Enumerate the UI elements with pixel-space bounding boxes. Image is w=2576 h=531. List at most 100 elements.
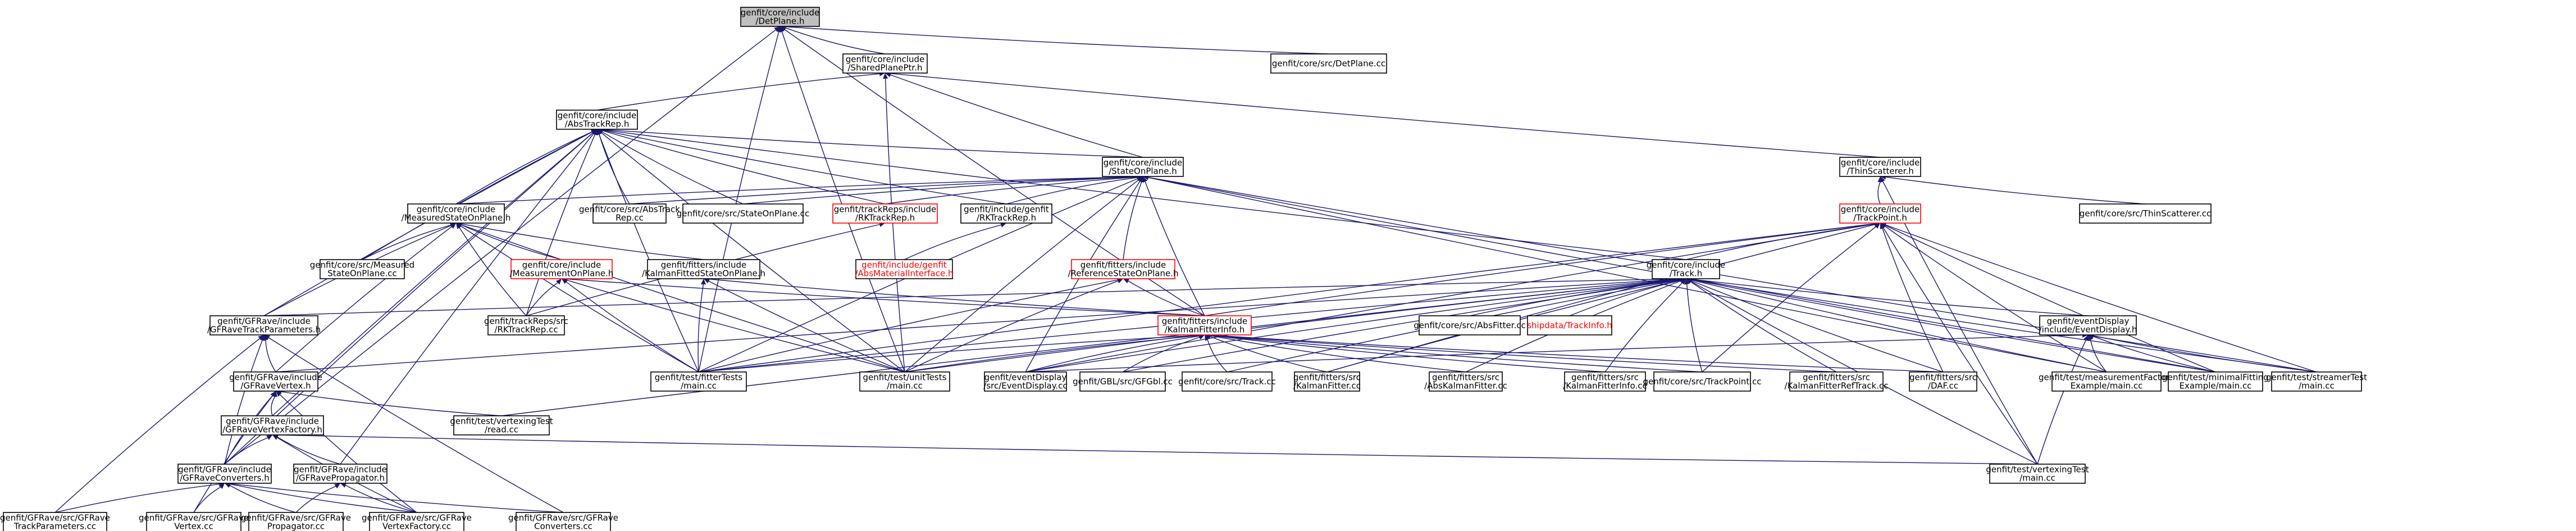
node-thinscatterer-cc[interactable]: genfit/core/src/ThinScatterer.cc xyxy=(2079,203,2212,224)
node-unittests-main-cc[interactable]: genfit/test/unitTests/main.cc xyxy=(859,371,950,392)
node-box xyxy=(650,371,747,392)
node-abskalmanfitter-cc[interactable]: genfit/fitters/src/AbsKalmanFitter.cc xyxy=(1424,371,1507,392)
node-track-h[interactable]: genfit/core/include/Track.h xyxy=(1647,259,1726,279)
node-label-line: /ThinScatterer.h xyxy=(1846,166,1913,176)
node-track-cc[interactable]: genfit/core/src/Track.cc xyxy=(1178,371,1276,392)
node-box xyxy=(984,371,1067,392)
node-kalmanfittedstateonplane-h[interactable]: genfit/fitters/include/KalmanFittedState… xyxy=(642,259,765,279)
node-stateonplane-h[interactable]: genfit/core/include/StateOnPlane.h xyxy=(1102,157,1184,177)
node-label-line: genfit/test/vertexingTest xyxy=(450,416,553,426)
node-label-line: /Track.h xyxy=(1670,269,1703,279)
node-label-line: /DAF.cc xyxy=(1928,381,1958,391)
node-minimalfitting-main-cc[interactable]: genfit/test/minimalFittingExample/main.c… xyxy=(2162,371,2269,392)
node-genfit-rktrackrep-h[interactable]: genfit/include/genfit/RKTrackRep.h xyxy=(960,203,1052,224)
node-box xyxy=(516,512,611,531)
node-measurementonplane-h[interactable]: genfit/core/include/MeasurementOnPlane.h xyxy=(510,259,614,279)
node-vertexingtest-read-cc[interactable]: genfit/test/vertexingTest/read.cc xyxy=(450,415,553,435)
node-eventdisplay-h[interactable]: genfit/eventDisplay/include/EventDisplay… xyxy=(2039,315,2137,335)
edge-trackpoint_cc-to-kalmanfitterinfo_h xyxy=(1210,335,1703,373)
node-gfravevertex-cc[interactable]: genfit/GFRave/src/GFRaveVertex.cc xyxy=(139,512,249,531)
node-label-line: genfit/core/src/TrackPoint.cc xyxy=(1643,376,1762,387)
node-measurementfactory-main-cc[interactable]: genfit/test/measurementFactoryExample/ma… xyxy=(2039,371,2174,392)
edge-shipdata_trackinfo_h-to-track_h xyxy=(1569,280,1681,316)
node-streamertest-main-cc[interactable]: genfit/test/streamerTest/main.cc xyxy=(2266,371,2367,392)
node-kalmanfitterreftrack-cc[interactable]: genfit/fitters/src/KalmanFitterRefTrack.… xyxy=(1785,371,1889,392)
node-label-line: genfit/GFRave/src/GFRave xyxy=(241,513,351,523)
node-gfravevertex-h[interactable]: genfit/GFRave/include/GFRaveVertex.h xyxy=(229,371,322,392)
node-absfitter-cc[interactable]: genfit/core/src/AbsFitter.cc xyxy=(1414,315,1526,335)
node-trackpoint-h[interactable]: genfit/core/include/TrackPoint.h xyxy=(1839,203,1921,224)
node-gfraveconverters-h[interactable]: genfit/GFRave/include/GFRaveConverters.h xyxy=(177,464,272,484)
node-box xyxy=(592,203,667,224)
node-gfravevertexfactory-h[interactable]: genfit/GFRave/include/GFRaveVertexFactor… xyxy=(221,415,324,435)
node-label-line: /GFRaveVertexFactory.h xyxy=(222,425,322,435)
node-stateonplane-cc[interactable]: genfit/core/src/StateOnPlane.cc xyxy=(677,203,810,224)
node-box xyxy=(859,371,950,392)
node-label-line: genfit/core/include xyxy=(1841,205,1920,215)
node-label-line: genfit/GFRave/src/GFRave xyxy=(508,513,618,523)
node-gfravetrackparameters-h[interactable]: genfit/GFRave/include/GFRaveTrackParamet… xyxy=(207,315,321,335)
node-box xyxy=(233,371,318,392)
node-measuredstateonplane-h[interactable]: genfit/core/include/MeasuredStateOnPlane… xyxy=(402,203,511,224)
node-gfravetrackparameters-cc[interactable]: genfit/GFRave/src/GFRaveTrackParameters.… xyxy=(0,512,110,531)
node-box xyxy=(1653,371,1751,392)
node-label-line: genfit/GFRave/include xyxy=(217,316,311,326)
node-referencestateonplane-h[interactable]: genfit/fitters/include/ReferenceStateOnP… xyxy=(1068,259,1179,279)
node-label-line: Vertex.cc xyxy=(174,521,213,531)
node-label-line: genfit/core/include xyxy=(1647,260,1726,270)
node-gfravevertexfactory-cc[interactable]: genfit/GFRave/src/GFRaveVertexFactory.cc xyxy=(362,512,472,531)
edge-kalmanfitterinfo_h-to-trackpoint_h xyxy=(1204,223,1875,316)
node-rktrackrep-cc[interactable]: genfit/trackReps/src/RKTrackRep.cc xyxy=(484,315,568,335)
node-shipdata-trackinfo-h[interactable]: shipdata/TrackInfo.h xyxy=(1527,315,1612,335)
node-detplane-h[interactable]: genfit/core/include/DetPlane.h xyxy=(740,7,820,27)
arrowhead xyxy=(259,335,265,341)
node-abshmaterialinterface-h[interactable]: genfit/include/genfit/AbsMaterialInterfa… xyxy=(855,259,954,279)
edge-measurementfactory_main_cc-to-stateonplane_h xyxy=(1148,177,2107,373)
node-label-line: Example/main.cc xyxy=(2071,381,2143,391)
node-eventdisplay-cc[interactable]: genfit/eventDisplay/src/EventDisplay.cc xyxy=(983,371,1068,392)
arrowhead xyxy=(1137,176,1143,183)
node-abstrackrep-cc[interactable]: genfit/core/src/AbsTrackRep.cc xyxy=(579,203,680,224)
node-rktrackrep-inc-h[interactable]: genfit/trackReps/include/RKTrackRep.h xyxy=(832,203,938,224)
edge-kalmanfitterinfo_cc-to-track_h xyxy=(1604,283,1683,373)
node-abstrackrep-h[interactable]: genfit/core/include/AbsTrackRep.h xyxy=(556,110,638,130)
node-kalmanfitterinfo-h[interactable]: genfit/fitters/include/KalmanFitterInfo.… xyxy=(1157,315,1252,335)
edge-vertexingtest_read_cc-to-gfravevertex_h xyxy=(281,391,502,416)
node-label-line: genfit/core/src/Measured xyxy=(310,260,414,270)
node-label-line: genfit/fitters/include xyxy=(661,260,746,270)
node-label-line: genfit/fitters/src xyxy=(1909,373,1977,383)
node-label-line: genfit/core/src/ThinScatterer.cc xyxy=(2080,208,2212,219)
node-detplane-cc[interactable]: genfit/core/src/DetPlane.cc xyxy=(1270,53,1387,74)
node-label-line: Example/main.cc xyxy=(2180,381,2252,391)
node-gfravepropagator-cc[interactable]: genfit/GFRave/src/GFRavePropagator.cc xyxy=(241,512,351,531)
node-label-line: genfit/GFRave/include xyxy=(294,465,387,475)
edge-kalmanfitterreftrack_cc-to-kalmanfitterinfo_h xyxy=(1210,334,1837,373)
arrowhead xyxy=(270,391,276,397)
node-vertexingtest-main-cc[interactable]: genfit/test/vertexingTest/main.cc xyxy=(1986,464,2089,484)
node-label-line: VertexFactory.cc xyxy=(382,521,451,531)
edge-rktrackrep_cc-to-measurementonplane_h xyxy=(526,282,558,316)
node-gfgbl-cc[interactable]: genfit/GBL/src/GFGbl.cc xyxy=(1073,371,1173,392)
edge-fittertests_main_cc-to-abstrackrep_h xyxy=(599,134,699,373)
node-label-line: genfit/test/vertexingTest xyxy=(1986,465,2089,475)
node-label-line: /SharedPlanePtr.h xyxy=(848,63,923,73)
node-kalmanfitterinfo-cc[interactable]: genfit/fitters/src/KalmanFitterInfo.cc xyxy=(1563,371,1647,392)
node-label-line: genfit/trackReps/include xyxy=(834,205,937,215)
edge-vertexingtest_main_cc-to-eventdisplay_h xyxy=(2037,340,2086,465)
node-label-line: genfit/core/include xyxy=(1104,158,1183,168)
edge-gfravevertexfactory_h-to-gfravevertex_h xyxy=(271,396,276,416)
node-label-line: genfit/GFRave/include xyxy=(229,373,322,383)
edge-measurementfactory_main_cc-to-trackpoint_h xyxy=(1884,225,2107,373)
node-gfravepropagator-h[interactable]: genfit/GFRave/include/GFRavePropagator.h xyxy=(293,464,387,484)
node-gfraveconverters-cc[interactable]: genfit/GFRave/src/GFRaveConverters.cc xyxy=(508,512,618,531)
edge-gfravepropagator_cc-to-gfraveconverters_h xyxy=(229,485,297,513)
edge-stateonplane_cc-to-abstrackrep_h xyxy=(601,131,744,205)
node-kalmanfitter-cc[interactable]: genfit/fitters/src/KalmanFitter.cc xyxy=(1293,371,1361,392)
node-thinscatterer-h[interactable]: genfit/core/include/ThinScatterer.h xyxy=(1839,157,1921,177)
node-fittertests-main-cc[interactable]: genfit/test/fitterTests/main.cc xyxy=(650,371,747,392)
node-trackpoint-cc[interactable]: genfit/core/src/TrackPoint.cc xyxy=(1643,371,1762,392)
node-measuredstateonplane-cc[interactable]: genfit/core/src/MeasuredStateOnPlane.cc xyxy=(310,259,414,279)
node-sharedplaneptr-h[interactable]: genfit/core/include/SharedPlanePtr.h xyxy=(842,53,928,74)
node-daf-cc[interactable]: genfit/fitters/src/DAF.cc xyxy=(1909,371,1977,392)
